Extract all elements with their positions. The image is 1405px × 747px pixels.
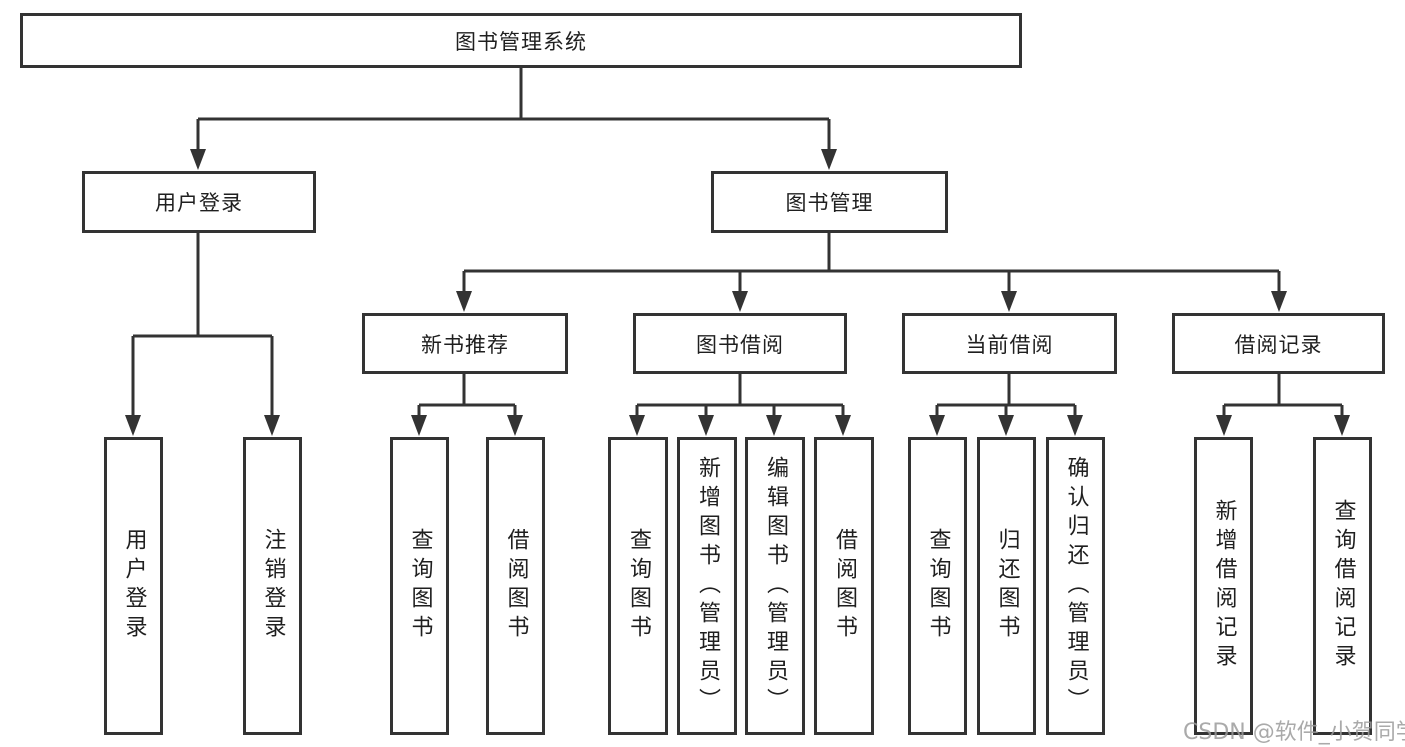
- leaf-user-login: 用户登录: [104, 437, 163, 735]
- node-user-login: 用户登录: [82, 171, 316, 233]
- leaf-add-borrow-record: 新增借阅记录: [1194, 437, 1253, 735]
- leaf-borrow-book-label: 借阅图书: [832, 528, 857, 644]
- node-current-borrow-label: 当前借阅: [965, 332, 1054, 357]
- leaf-return-book: 归还图书: [977, 437, 1036, 735]
- node-borrow-record: 借阅记录: [1172, 313, 1385, 374]
- leaf-confirm-return-admin-label: 确认归还（管理员）: [1063, 455, 1089, 717]
- leaf-recommend-query-book-label: 查询图书: [407, 528, 433, 644]
- leaf-current-query-book-label: 查询图书: [925, 528, 951, 644]
- leaf-edit-book-admin-label: 编辑图书（管理员）: [763, 455, 788, 717]
- node-user-login-label: 用户登录: [155, 191, 243, 215]
- node-root: 图书管理系统: [20, 13, 1022, 68]
- leaf-logout: 注销登录: [243, 437, 302, 735]
- node-book-management-label: 图书管理: [785, 191, 874, 215]
- node-book-borrow: 图书借阅: [633, 313, 847, 374]
- leaf-logout-label: 注销登录: [260, 528, 286, 644]
- leaf-confirm-return-admin: 确认归还（管理员）: [1046, 437, 1105, 735]
- leaf-recommend-borrow-book-label: 借阅图书: [503, 528, 529, 644]
- leaf-current-query-book: 查询图书: [908, 437, 967, 735]
- node-book-borrow-label: 图书借阅: [696, 332, 784, 357]
- node-root-label: 图书管理系统: [455, 29, 587, 54]
- leaf-query-borrow-record-label: 查询借阅记录: [1330, 499, 1356, 673]
- arrowheads: [125, 149, 1350, 436]
- leaf-return-book-label: 归还图书: [994, 528, 1020, 644]
- leaf-add-book-admin-label: 新增图书（管理员）: [695, 455, 720, 717]
- csdn-watermark: CSDN @软件_小贺同学: [1183, 720, 1405, 745]
- leaf-borrow-book: 借阅图书: [814, 437, 874, 735]
- leaf-query-borrow-record: 查询借阅记录: [1313, 437, 1372, 735]
- leaf-recommend-query-book: 查询图书: [390, 437, 449, 735]
- leaf-borrow-query-book-label: 查询图书: [626, 528, 651, 644]
- leaf-user-login-label: 用户登录: [121, 528, 147, 644]
- leaf-edit-book-admin: 编辑图书（管理员）: [745, 437, 805, 735]
- leaf-borrow-query-book: 查询图书: [608, 437, 668, 735]
- node-book-management: 图书管理: [711, 171, 948, 233]
- node-new-book-recommend-label: 新书推荐: [421, 332, 509, 357]
- connector-path: [131, 68, 1344, 418]
- leaf-add-borrow-record-label: 新增借阅记录: [1211, 499, 1237, 673]
- node-borrow-record-label: 借阅记录: [1234, 332, 1323, 357]
- node-new-book-recommend: 新书推荐: [362, 313, 568, 374]
- leaf-add-book-admin: 新增图书（管理员）: [677, 437, 737, 735]
- leaf-recommend-borrow-book: 借阅图书: [486, 437, 545, 735]
- node-current-borrow: 当前借阅: [902, 313, 1117, 374]
